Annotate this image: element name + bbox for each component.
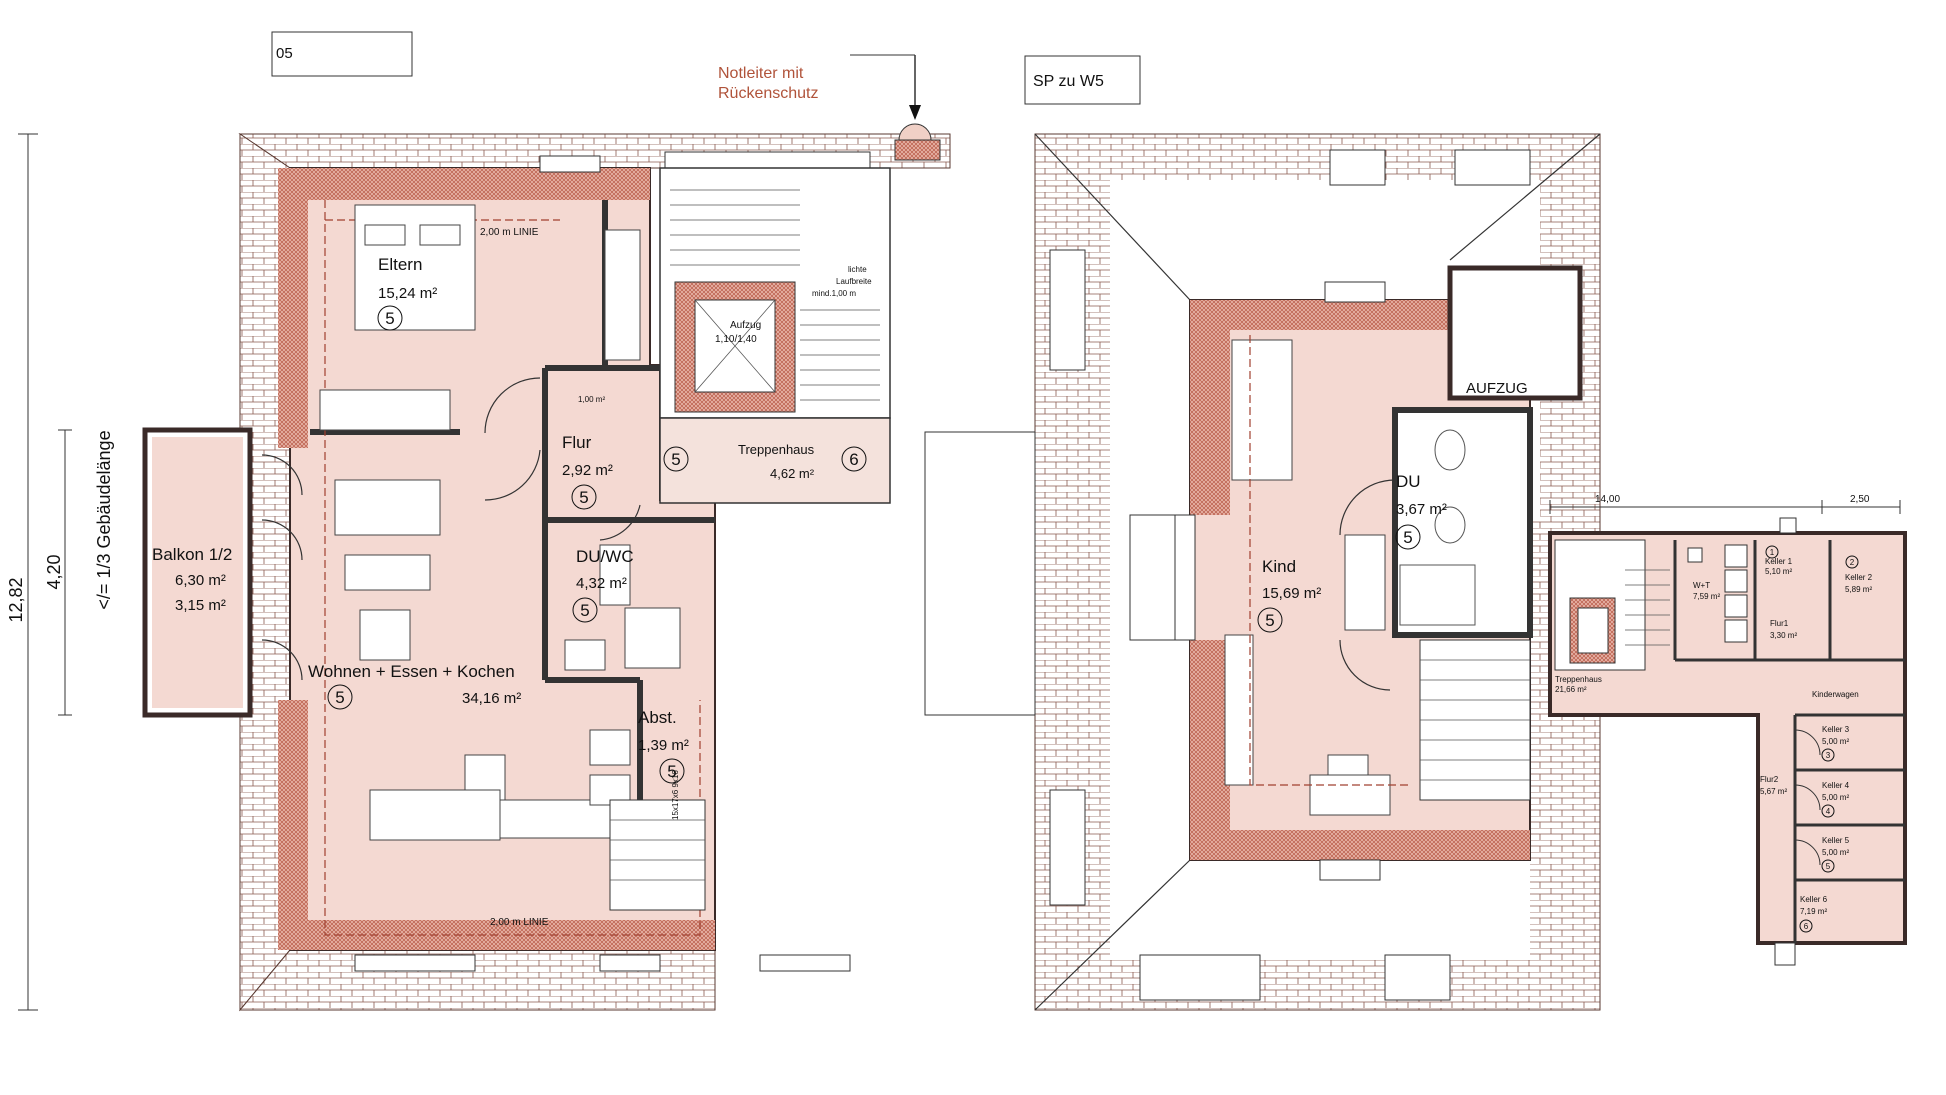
room-duwc-name: DU/WC — [576, 547, 634, 566]
keller-dim2: 2,50 — [1850, 494, 1870, 505]
keller-2-area: 5,89 m² — [1845, 585, 1872, 594]
keller-4-area: 5,00 m² — [1822, 793, 1849, 802]
upper-floor-title: SP zu W5 — [1033, 73, 1104, 90]
stair-label: 15x17x6 9x16 — [671, 770, 680, 820]
room-du-name: DU — [1396, 472, 1421, 491]
room-flur-area: 2,92 m² — [562, 462, 613, 479]
room-duwc-badge — [572, 597, 598, 623]
room-flur-name: Flur — [562, 433, 592, 452]
aufzug-size: 1,10/1,40 — [715, 334, 757, 345]
treppenhaus-left-badge — [663, 446, 689, 472]
room-flur-badge — [571, 484, 597, 510]
room-wohnen-num: 5 — [335, 688, 344, 707]
dimension-height: 12,82 — [6, 577, 26, 622]
dimension-rule: </= 1/3 Gebäudelänge — [94, 430, 114, 609]
treppenhaus-num: 6 — [849, 450, 858, 469]
keller-6-area: 7,19 m² — [1800, 907, 1827, 916]
treppenhaus-badge — [841, 446, 867, 472]
room-wohnen-area: 34,16 m² — [462, 690, 521, 707]
room-eltern-area: 15,24 m² — [378, 285, 437, 302]
keller-flur1-area: 3,30 m² — [1770, 631, 1797, 640]
laufbreite-l1: lichte — [848, 265, 867, 274]
line-label-top: 2,00 m LINIE — [480, 227, 539, 238]
ladder-note-line2: Rückenschutz — [718, 85, 819, 102]
keller-dim1: 14,00 — [1595, 494, 1620, 505]
keller-4-num: 4 — [1826, 807, 1831, 816]
keller-1-badge — [1765, 545, 1779, 559]
keller-5-badge — [1821, 859, 1835, 873]
keller-5-area: 5,00 m² — [1822, 848, 1849, 857]
keller-3-area: 5,00 m² — [1822, 737, 1849, 746]
room-abst-name: Abst. — [638, 708, 677, 727]
keller-4-badge — [1821, 804, 1835, 818]
room-duwc-num: 5 — [580, 601, 589, 620]
room-flur-num: 5 — [579, 488, 588, 507]
line-label-bottom: 2,00 m LINIE — [490, 917, 549, 928]
aufzug-label: Aufzug — [730, 320, 761, 331]
treppenhaus-area: 4,62 m² — [770, 466, 815, 481]
treppenhaus-name: Treppenhaus — [738, 442, 815, 457]
upper-floor-plan — [924, 55, 1601, 1011]
balkon-name: Balkon 1/2 — [152, 545, 232, 564]
keller-flur2-area: 5,67 m² — [1760, 787, 1787, 796]
ladder-note-line1: Notleiter mit — [718, 65, 804, 82]
dimension-side: 4,20 — [44, 554, 64, 589]
keller-4-name: Keller 4 — [1822, 781, 1850, 790]
room-flur-note: 1,00 m² — [578, 395, 605, 404]
main-floor-plan — [18, 31, 951, 1012]
balkon-area2: 3,15 m² — [175, 597, 226, 614]
room-abst-badge — [659, 758, 685, 784]
balkon-area1: 6,30 m² — [175, 572, 226, 589]
room-du-badge — [1395, 524, 1421, 550]
room-kind-name: Kind — [1262, 557, 1296, 576]
room-wohnen-name: Wohnen + Essen + Kochen — [308, 662, 515, 681]
keller-1-name: Keller 1 — [1765, 557, 1793, 566]
laufbreite-l2: Laufbreite — [836, 277, 872, 286]
keller-wt-area: 7,59 m² — [1693, 592, 1720, 601]
keller-3-num: 3 — [1826, 751, 1831, 760]
keller-6-badge — [1799, 919, 1813, 933]
room-du-num: 5 — [1403, 528, 1412, 547]
room-abst-num: 5 — [667, 762, 676, 781]
keller-6-name: Keller 6 — [1800, 895, 1828, 904]
room-abst-area: 1,39 m² — [638, 737, 689, 754]
room-eltern-name: Eltern — [378, 255, 422, 274]
keller-treppenhaus-name: Treppenhaus — [1555, 675, 1602, 684]
keller-plan — [1548, 500, 1907, 966]
keller-treppenhaus-area: 21,66 m² — [1555, 685, 1587, 694]
treppenhaus-left-num: 5 — [671, 450, 680, 469]
room-eltern-badge — [377, 305, 403, 331]
keller-2-name: Keller 2 — [1845, 573, 1873, 582]
room-du-area: 3,67 m² — [1396, 501, 1447, 518]
room-wohnen-badge — [327, 684, 353, 710]
keller-kinderwagen: Kinderwagen — [1812, 690, 1859, 699]
laufbreite-l3: mind.1,00 m — [812, 289, 856, 298]
keller-5-name: Keller 5 — [1822, 836, 1850, 845]
room-kind-area: 15,69 m² — [1262, 585, 1321, 602]
keller-flur1-name: Flur1 — [1770, 619, 1789, 628]
room-eltern-num: 5 — [385, 309, 394, 328]
keller-1-num: 1 — [1770, 548, 1775, 557]
room-kind-badge — [1257, 607, 1283, 633]
room-duwc-area: 4,32 m² — [576, 575, 627, 592]
drawing-code: 05 — [276, 45, 293, 62]
keller-1-area: 5,10 m² — [1765, 567, 1792, 576]
room-kind-num: 5 — [1265, 611, 1274, 630]
keller-2-badge — [1845, 555, 1859, 569]
keller-5-num: 5 — [1826, 862, 1831, 871]
aufzug-upper-label: AUFZUG — [1466, 380, 1528, 397]
keller-flur2-name: Flur2 — [1760, 775, 1779, 784]
keller-2-num: 2 — [1850, 558, 1855, 567]
keller-wt-name: W+T — [1693, 581, 1710, 590]
keller-3-badge — [1821, 748, 1835, 762]
keller-6-num: 6 — [1804, 922, 1809, 931]
keller-3-name: Keller 3 — [1822, 725, 1850, 734]
